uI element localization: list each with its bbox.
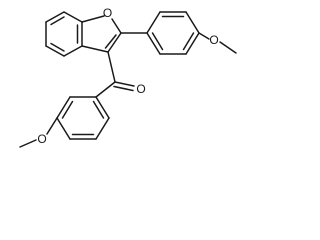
furan-oxygen-label: O xyxy=(103,6,112,20)
lower-methoxyphenyl-ring xyxy=(56,96,110,140)
benzofuran-benzene-ring xyxy=(45,11,83,57)
structure-canvas: O O O O xyxy=(19,6,237,148)
carbonyl-oxygen-label: O xyxy=(136,82,145,96)
lower-methoxy-o-bond xyxy=(46,117,58,135)
upper-methyl-bond xyxy=(219,41,237,54)
lower-methyl-bond xyxy=(19,139,37,148)
carbonyl-aryl-bond xyxy=(95,81,116,98)
c3-carbonyl-bond xyxy=(107,51,116,83)
upper-methoxyphenyl-ring xyxy=(146,11,200,55)
carbonyl-double-bond xyxy=(113,81,135,92)
lower-methoxy-oxygen-label: O xyxy=(37,132,46,146)
upper-methoxy-o-bond xyxy=(198,32,210,40)
chemical-structure-diagram: O O O O xyxy=(19,6,237,148)
upper-methoxy-oxygen-label: O xyxy=(209,33,218,47)
furan-ring xyxy=(81,15,122,53)
